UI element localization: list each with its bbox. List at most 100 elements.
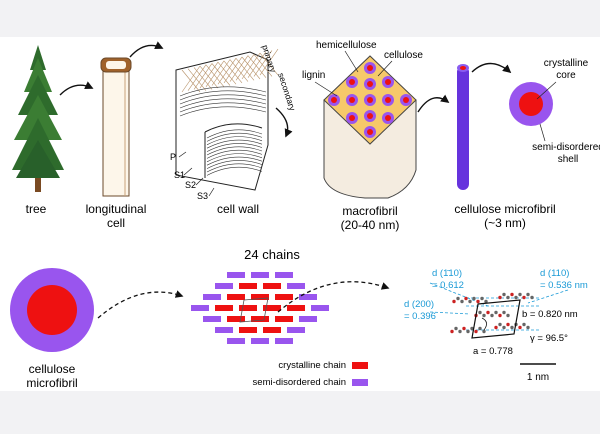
semi-disordered-chain xyxy=(203,294,221,300)
crystalline-chain xyxy=(251,316,269,322)
crystalline-chain xyxy=(227,316,245,322)
cellulose-bundle xyxy=(382,76,394,88)
bottom-microfibril-label-line1: cellulose xyxy=(29,362,76,376)
cell-wall-illustration xyxy=(175,48,279,191)
d110-value: = 0.536 nm xyxy=(540,280,588,291)
molecular-chain xyxy=(452,296,488,304)
layer-s3-label: S3 xyxy=(197,191,208,201)
macrofibril-label-line2: (20-40 nm) xyxy=(341,218,400,232)
d200-label: d (200) xyxy=(404,299,434,310)
cellulose-bundle xyxy=(382,112,394,124)
microfibril-label-line2: (~3 nm) xyxy=(484,216,526,230)
cell-wall-label: cell wall xyxy=(217,202,259,216)
crystalline-chain xyxy=(239,283,257,289)
gamma-value: γ = 96.5° xyxy=(530,333,568,344)
semi-disordered-chain xyxy=(311,305,329,311)
layer-s2-label: S2 xyxy=(185,180,196,190)
semi-disordered-chain xyxy=(275,338,293,344)
arrow-macro-to-microfibril xyxy=(417,94,450,113)
molecular-chain xyxy=(450,326,486,334)
semi-disordered-chain xyxy=(251,338,269,344)
macrofibril-illustration xyxy=(323,55,417,199)
crystalline-chain xyxy=(239,327,257,333)
unit-cell-lattice xyxy=(429,282,569,339)
scale-bar-label: 1 nm xyxy=(527,372,549,383)
cell-label-line2: cell xyxy=(107,216,125,230)
hemicellulose-label: hemicellulose xyxy=(316,40,377,51)
semi-disordered-chain xyxy=(287,327,305,333)
cellulose-bundle xyxy=(364,78,376,90)
shell-label-line1: semi-disordered xyxy=(532,142,600,153)
semi-disordered-chain xyxy=(227,272,245,278)
crystalline-chain xyxy=(287,305,305,311)
arrow-tree-to-cell xyxy=(59,81,94,96)
large-microfibril-core xyxy=(27,285,77,335)
crystalline-chain xyxy=(215,305,233,311)
crystalline-chain xyxy=(275,316,293,322)
cellulose-bundle xyxy=(346,76,358,88)
legend-crystalline-label: crystalline chain xyxy=(278,360,346,371)
cellulose-label: cellulose xyxy=(384,50,423,61)
bottom-microfibril-label-line2: microfibril xyxy=(26,376,77,390)
semi-disordered-chain xyxy=(215,327,233,333)
shell-label-line2: shell xyxy=(558,154,579,165)
d110-label: d (110) xyxy=(540,268,569,279)
semi-disordered-chain xyxy=(299,316,317,322)
molecular-chain xyxy=(474,310,510,318)
crystalline-chain xyxy=(251,294,269,300)
legend-semi-label: semi-disordered chain xyxy=(253,377,346,388)
tree-label: tree xyxy=(26,202,47,216)
semi-disordered-chain xyxy=(251,272,269,278)
semi-disordered-chain xyxy=(287,283,305,289)
cellulose-bundle xyxy=(382,94,394,106)
d110bar-label: d (1̄10) xyxy=(432,268,462,279)
macrofibril-label-line1: macrofibril xyxy=(342,204,397,218)
legend-crystalline-swatch xyxy=(352,362,368,369)
cellulose-bundle xyxy=(328,94,340,106)
arrow-cell-to-wall xyxy=(129,41,164,58)
d110bar-value: = 0.612 xyxy=(432,280,464,291)
crystalline-core-label-line2: core xyxy=(556,70,576,81)
dashed-arrow-1 xyxy=(97,290,184,319)
cellulose-bundle xyxy=(346,112,358,124)
dashed-arrow-2 xyxy=(277,281,390,313)
layer-p-label: P xyxy=(170,152,176,162)
unit-cell-outline xyxy=(239,297,269,323)
crystalline-chain xyxy=(275,294,293,300)
chain-arrangement xyxy=(191,272,329,344)
semi-disordered-chain xyxy=(275,272,293,278)
crystalline-chain xyxy=(263,283,281,289)
semi-disordered-chain xyxy=(215,283,233,289)
cellulose-bundle xyxy=(346,94,358,106)
microfibril-core-circle xyxy=(519,92,543,116)
crystalline-chain xyxy=(263,327,281,333)
legend-semi-swatch xyxy=(352,379,368,386)
semi-disordered-chain xyxy=(299,294,317,300)
chains-title: 24 chains xyxy=(244,247,300,262)
cellulose-bundle xyxy=(364,94,376,106)
microfibril-label-line1: cellulose microfibril xyxy=(454,202,555,216)
tree-illustration xyxy=(12,45,64,192)
cellulose-bundle xyxy=(364,62,376,74)
cell-label-line1: longitudinal xyxy=(86,202,147,216)
crystalline-chain xyxy=(263,305,281,311)
arrow-rod-to-cross-section xyxy=(471,62,512,74)
longitudinal-cell-illustration xyxy=(100,57,132,197)
b-value: b = 0.820 nm xyxy=(522,309,578,320)
microfibril-rod xyxy=(457,64,469,190)
semi-disordered-chain xyxy=(203,316,221,322)
cellulose-bundle xyxy=(364,110,376,122)
cellulose-bundle xyxy=(364,126,376,138)
semi-disordered-chain xyxy=(191,305,209,311)
crystalline-chain xyxy=(239,305,257,311)
layer-s1-label: S1 xyxy=(174,170,185,180)
molecular-chain xyxy=(498,292,534,300)
a-value: a = 0.778 xyxy=(473,346,513,357)
semi-disordered-chain xyxy=(227,338,245,344)
crystalline-core-label-line1: crystalline xyxy=(544,58,589,69)
arrow-wall-to-macrofibril xyxy=(275,107,293,138)
lignin-label: lignin xyxy=(302,70,325,81)
d200-value: = 0.396 xyxy=(404,311,436,322)
